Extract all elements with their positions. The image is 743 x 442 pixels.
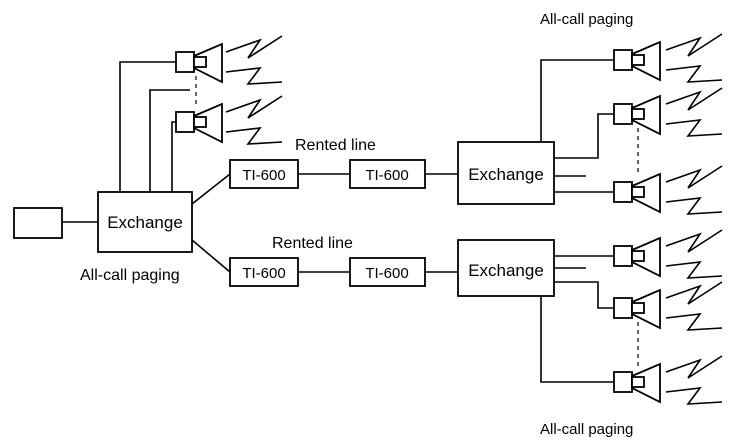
- speaker-local-2: [175, 95, 283, 145]
- speaker-remote-1: [613, 33, 723, 83]
- remote-exchange-upper: Exchange: [457, 141, 555, 205]
- speaker-remote-3: [613, 165, 723, 215]
- ti600-lower-remote: TI-600: [349, 257, 426, 287]
- central-exchange-label: Exchange: [107, 213, 183, 232]
- all-call-paging-local-label: All-call paging: [80, 267, 180, 284]
- rented-line-lower-label: Rented line: [272, 235, 353, 252]
- rented-line-upper-label: Rented line: [295, 137, 376, 154]
- ti600-lower-local-label: TI-600: [242, 265, 285, 282]
- microphone-source-box: [13, 207, 63, 239]
- all-call-paging-lower-label: All-call paging: [540, 421, 633, 438]
- speaker-remote-4: [613, 229, 723, 279]
- central-exchange: Exchange: [97, 191, 193, 253]
- speaker-remote-5: [613, 281, 723, 331]
- ti600-upper-remote-label: TI-600: [365, 167, 408, 184]
- speaker-local-1: [175, 35, 283, 85]
- speaker-remote-6: [613, 355, 723, 405]
- ti600-upper-remote: TI-600: [349, 159, 426, 189]
- remote-exchange-lower: Exchange: [457, 239, 555, 297]
- connection-lines: [62, 59, 614, 383]
- ti600-upper-local-label: TI-600: [242, 167, 285, 184]
- ti600-lower-remote-label: TI-600: [365, 265, 408, 282]
- remote-exchange-lower-label: Exchange: [468, 261, 544, 280]
- ti600-upper-local: TI-600: [229, 159, 299, 189]
- remote-exchange-upper-label: Exchange: [468, 165, 544, 184]
- all-call-paging-upper-label: All-call paging: [540, 11, 633, 28]
- speaker-remote-2: [613, 87, 723, 137]
- speaker-group-dashes: [195, 76, 639, 366]
- ti600-lower-local: TI-600: [229, 257, 299, 287]
